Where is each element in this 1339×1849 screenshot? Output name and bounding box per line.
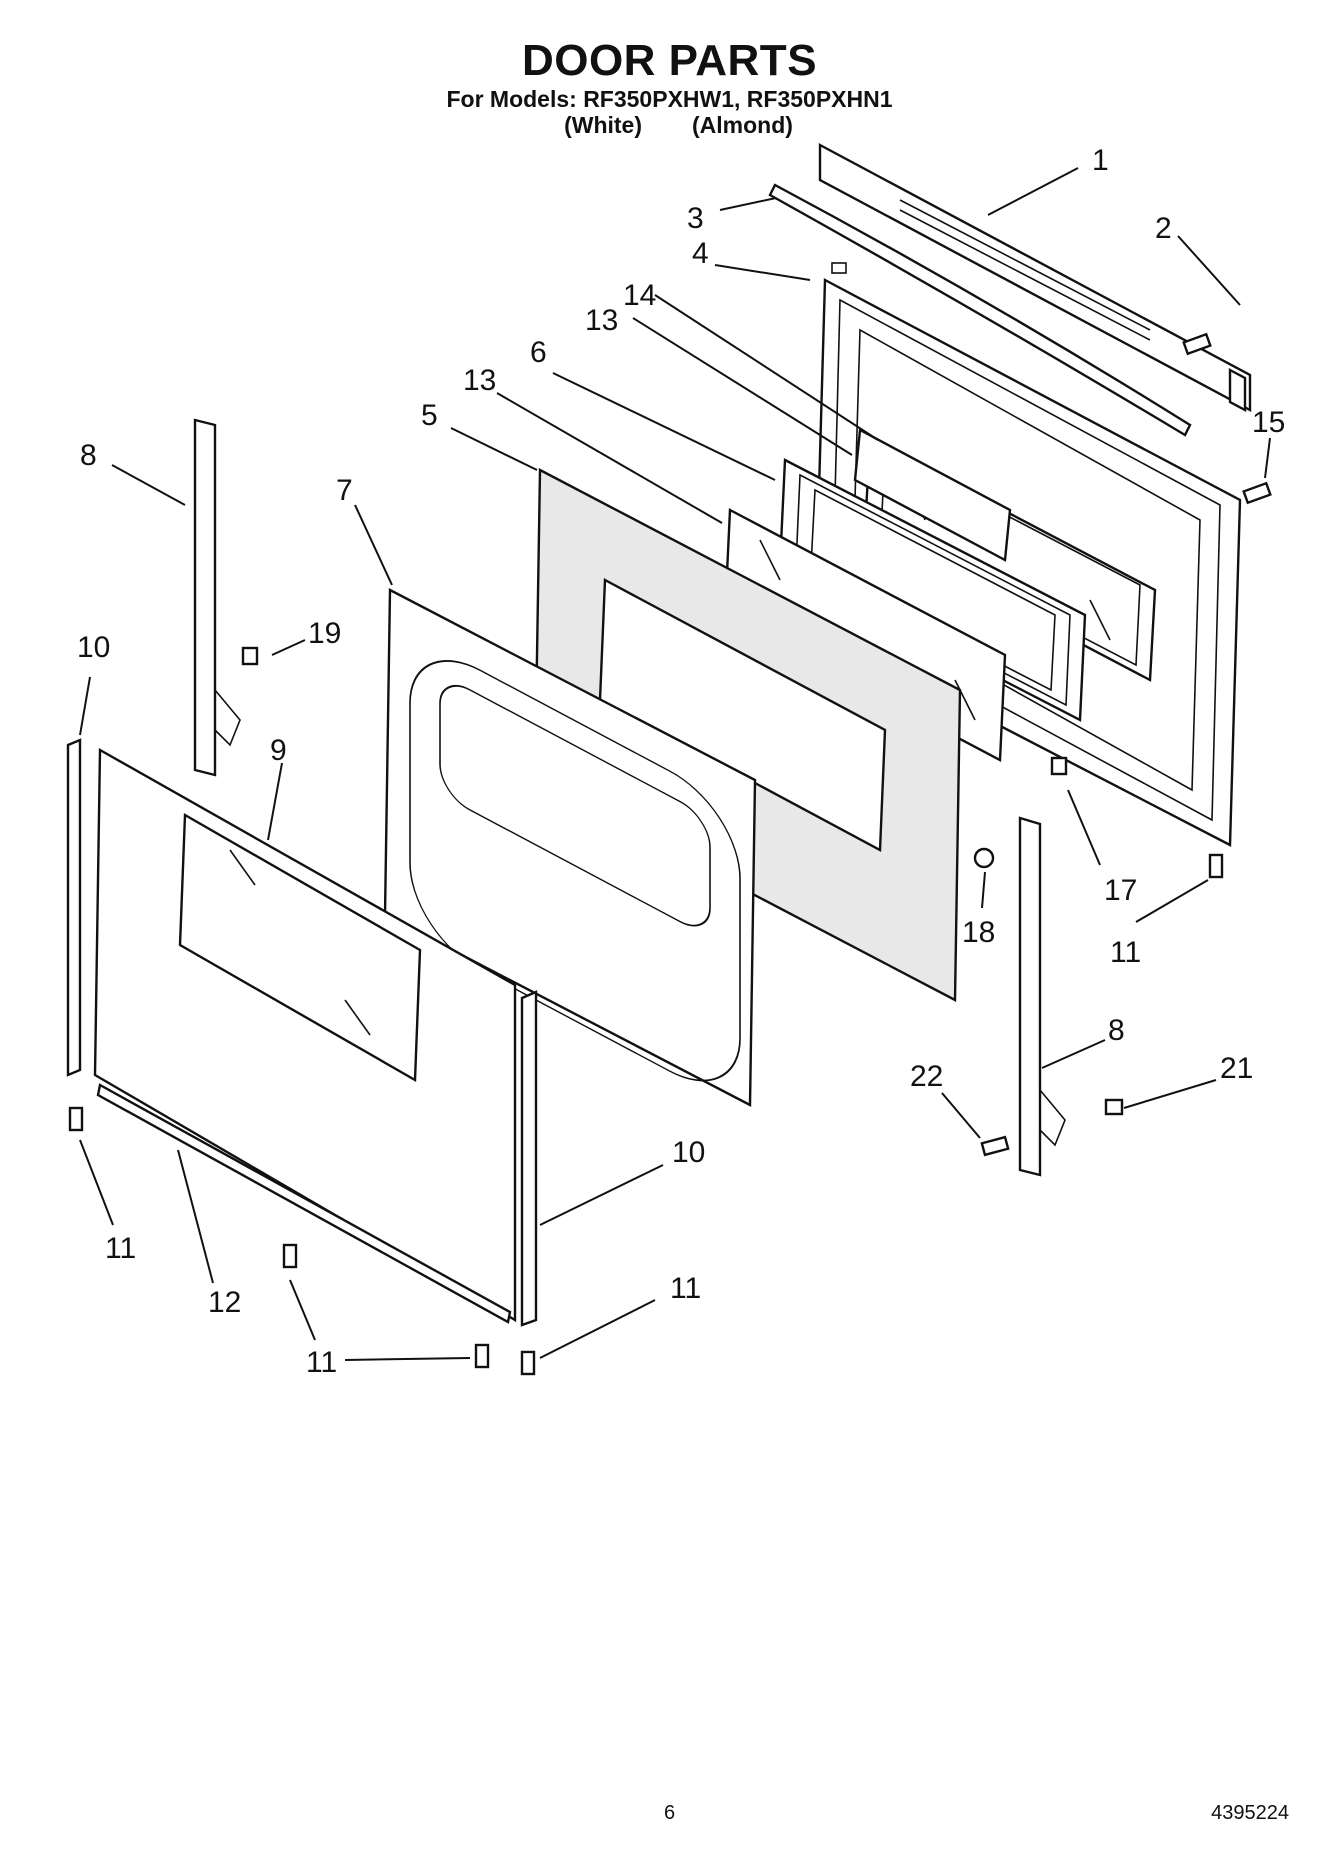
callout-1: 1 [1092, 144, 1109, 177]
callout-11-bottom: 11 [306, 1346, 337, 1379]
callout-2: 2 [1155, 212, 1172, 245]
callout-14: 14 [623, 279, 656, 312]
callout-4: 4 [692, 237, 709, 270]
part-9-outer-door-panel [93, 747, 517, 1323]
callout-10-left: 10 [77, 631, 110, 664]
callout-13-lower: 13 [463, 364, 496, 397]
part-12-bottom-trim [96, 1083, 512, 1324]
callout-17: 17 [1104, 874, 1137, 907]
part-10-side-trim-left [66, 738, 82, 1077]
part-21-clip [1104, 1098, 1124, 1116]
color-variants: (White) (Almond) [0, 112, 1339, 139]
part-3-trim-strip [768, 183, 1192, 437]
callout-5: 5 [421, 399, 438, 432]
callout-labels: 1 2 3 4 14 13 6 13 5 15 8 7 19 10 9 17 1… [77, 144, 1285, 1379]
part-17-clip [1050, 756, 1068, 776]
leader-lines [79, 167, 1271, 1361]
part-11-screws [68, 853, 1224, 1376]
part-15-screw [1242, 481, 1272, 505]
part-8-hinge-right [1018, 816, 1066, 1177]
callout-11-right-bottom: 11 [670, 1272, 701, 1305]
callout-21: 21 [1220, 1052, 1253, 1085]
callout-10-right: 10 [672, 1136, 705, 1169]
part-19-clip [241, 646, 259, 666]
callout-18: 18 [962, 916, 995, 949]
part-10-side-trim-right [520, 990, 538, 1327]
callout-12: 12 [208, 1286, 241, 1319]
part-22-screw [980, 1135, 1010, 1157]
part-6-glass-frame [778, 458, 1087, 722]
callout-19: 19 [308, 617, 341, 650]
color-white-label: (White) [564, 112, 642, 138]
color-almond-label: (Almond) [692, 112, 793, 138]
models-line: For Models: RF350PXHW1, RF350PXHN1 [446, 86, 893, 112]
callout-13-upper: 13 [585, 304, 618, 337]
part-5-insulation [533, 468, 962, 1002]
callout-11-left: 11 [105, 1232, 136, 1265]
callout-6: 6 [530, 336, 547, 369]
callout-22: 22 [910, 1060, 943, 1093]
part-7-door-liner [383, 588, 757, 1107]
callout-7: 7 [336, 474, 353, 507]
page-title: DOOR PARTS [521, 36, 818, 85]
callout-3: 3 [687, 202, 704, 235]
part-1-vent-trim [818, 142, 1252, 413]
callout-8-left: 8 [80, 439, 97, 472]
callout-8-right: 8 [1108, 1014, 1125, 1047]
part-13-glass-pane-upper [853, 428, 1012, 562]
callout-9: 9 [270, 734, 287, 767]
page-number: 6 [663, 1802, 676, 1824]
part-18-bumper [973, 847, 995, 869]
callout-15: 15 [1252, 406, 1285, 439]
part-8-hinge-left [193, 418, 241, 777]
document-number: 4395224 [1211, 1802, 1289, 1824]
callout-11-right: 11 [1110, 936, 1141, 969]
part-2-screw [1182, 332, 1212, 356]
